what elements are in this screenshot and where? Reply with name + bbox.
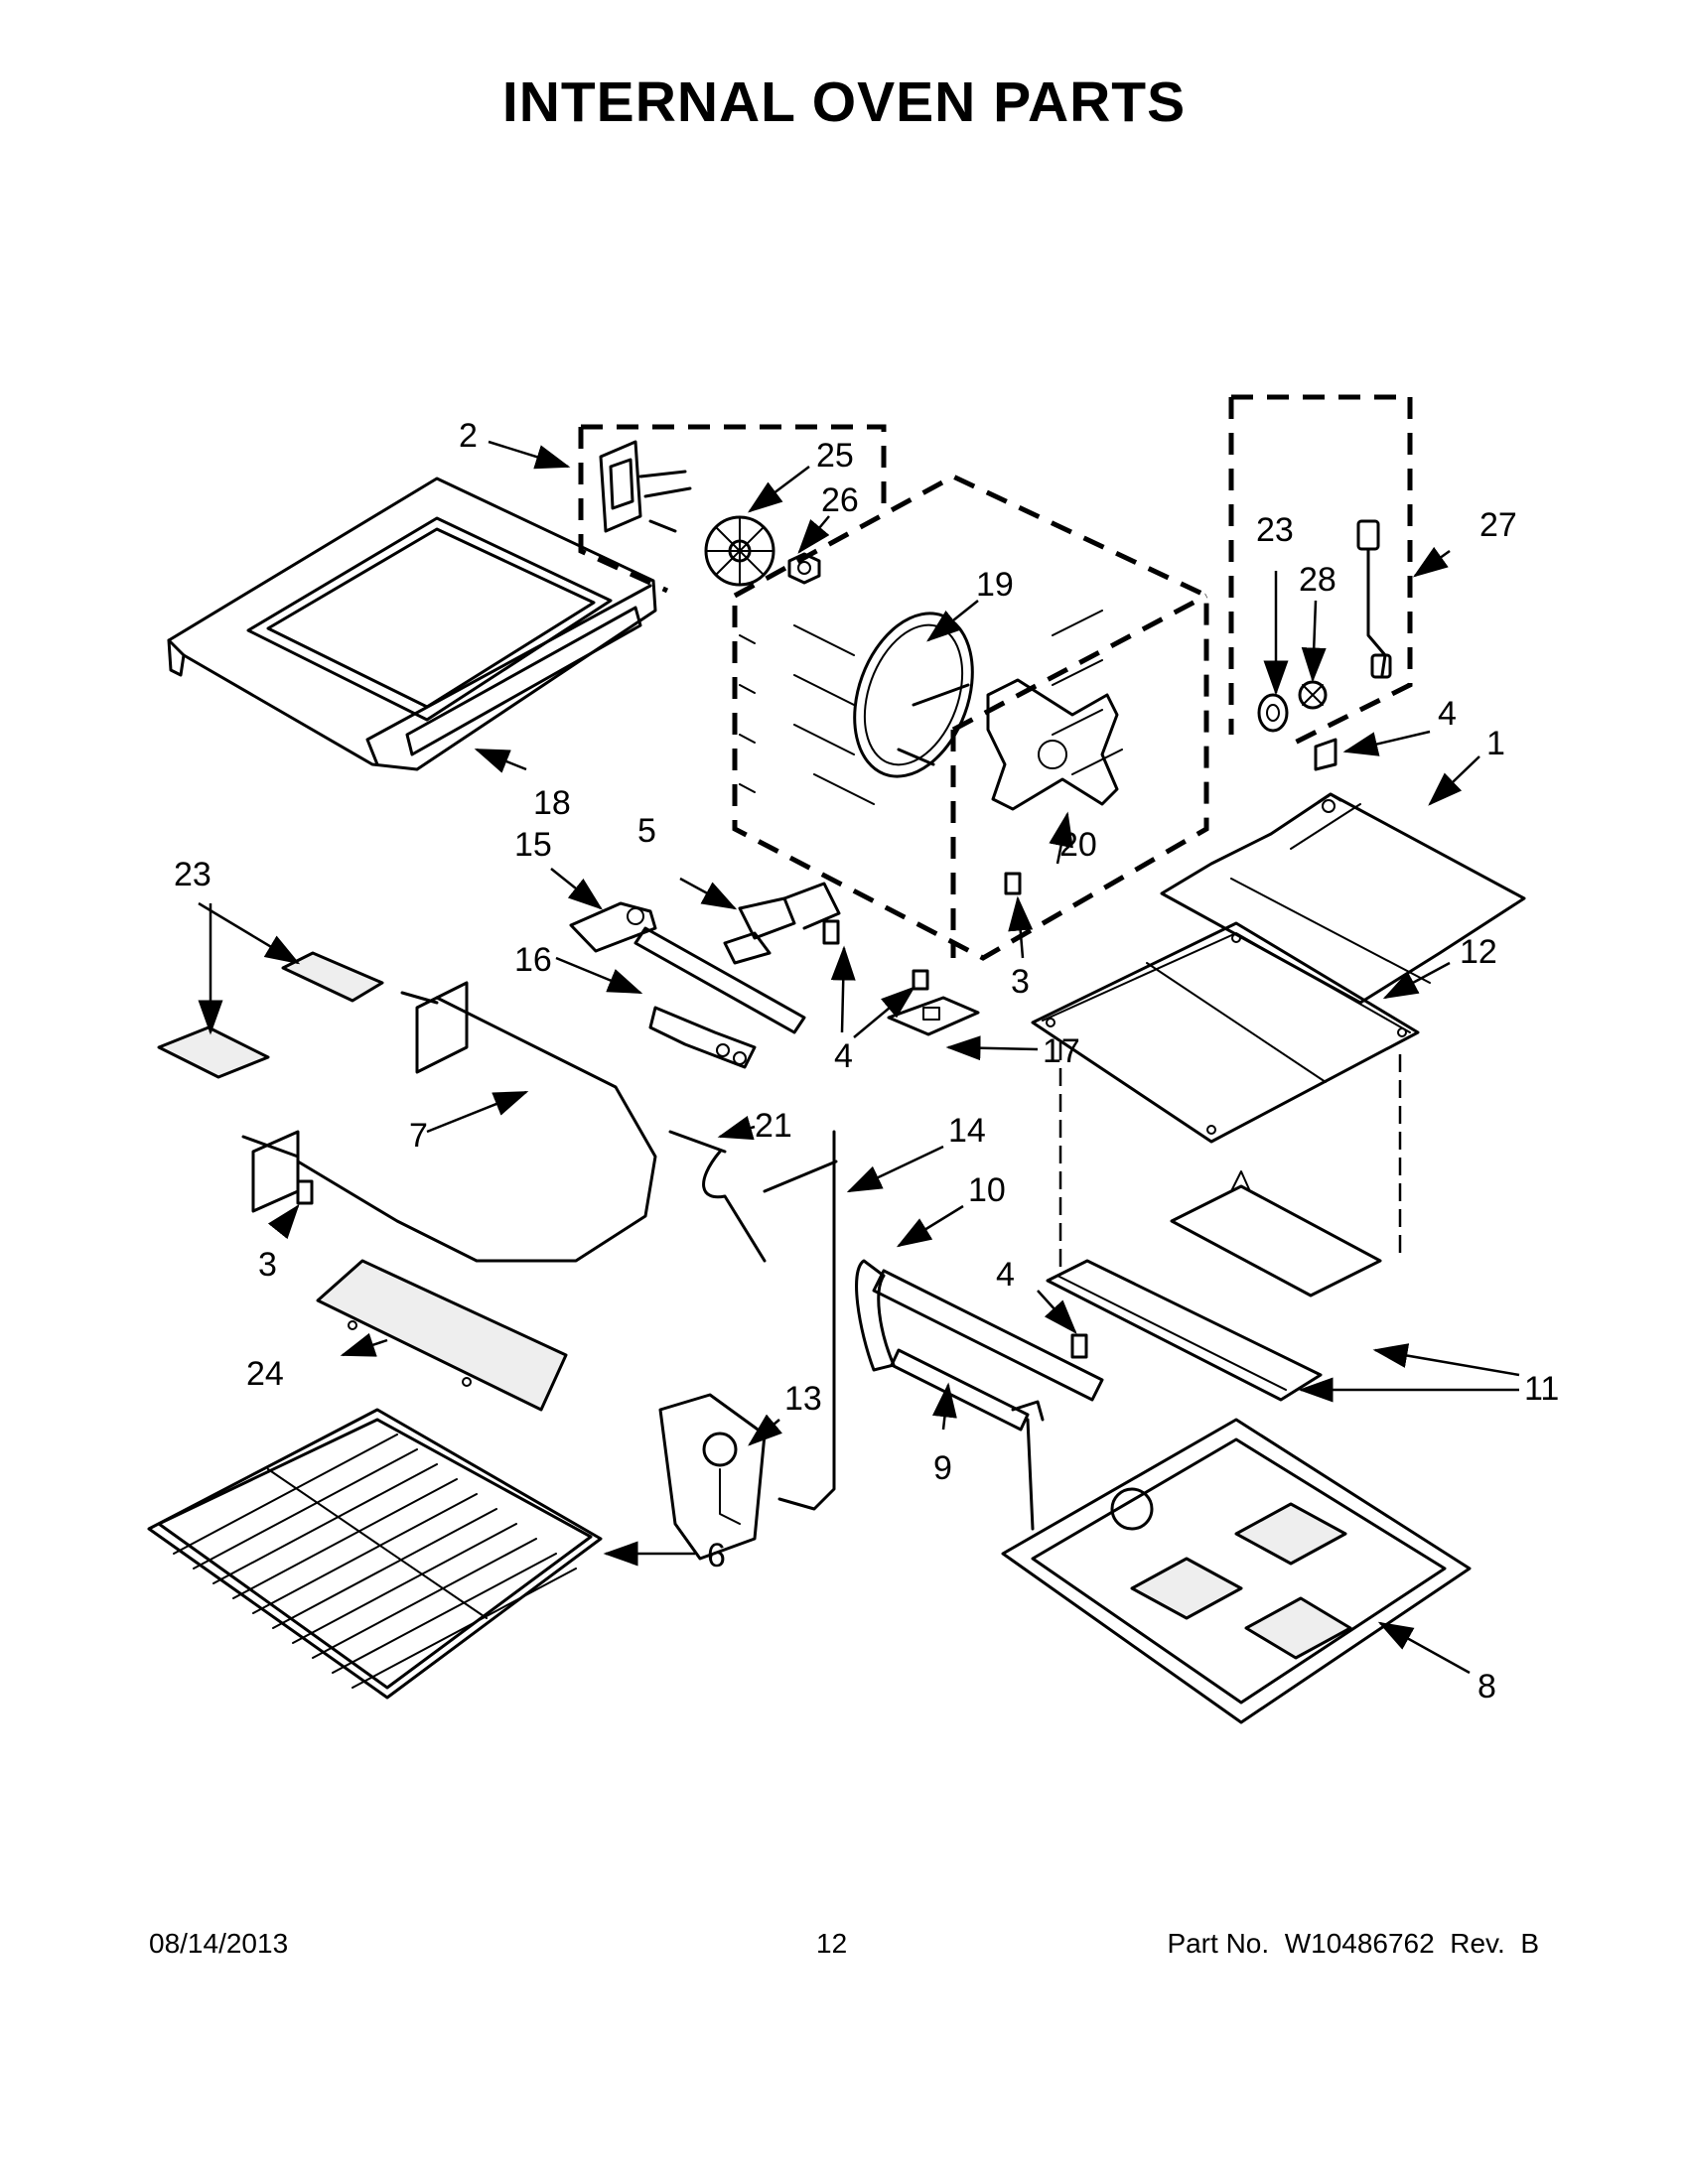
callout-2: 2 (459, 417, 478, 455)
callout-5: 5 (637, 812, 656, 850)
part-17-igniter-bracket (887, 996, 980, 1036)
callout-14: 14 (948, 1112, 986, 1150)
callout-8: 8 (1477, 1668, 1496, 1706)
part-25-fan-blade (704, 515, 775, 587)
callout-4-lower: 4 (996, 1256, 1015, 1294)
footer-part-number: Part No. W10486762 Rev. B (1167, 1928, 1539, 1959)
part-8-oven-bottom (1001, 1418, 1472, 1724)
callout-25: 25 (816, 437, 854, 475)
footer-page-number: 12 (816, 1928, 848, 1959)
oven-cavity-outline (732, 474, 1209, 961)
subassembly-boundary-2-25-26 (578, 424, 887, 594)
part-13-gas-valve (658, 1393, 767, 1561)
callout-4-right: 4 (1438, 695, 1457, 733)
callout-16: 16 (514, 941, 552, 979)
callout-23-left: 23 (174, 856, 211, 893)
callout-19: 19 (976, 566, 1014, 604)
callout-10: 10 (968, 1171, 1006, 1209)
part-12-oven-bottom-panel (1031, 921, 1420, 1144)
part-5-gas-fitting (723, 882, 841, 965)
callout-4-cavity: 4 (834, 1037, 853, 1075)
callout-18: 18 (533, 784, 571, 822)
part-19-convection-element (853, 612, 974, 778)
part-1-bottom-panel (1160, 792, 1526, 1005)
part-4-screw-cavity (822, 919, 929, 991)
part-14-gas-tube (763, 1130, 838, 1511)
part-23-light-shield-left (157, 951, 384, 1079)
part-11-panel-support-brackets (1046, 1170, 1382, 1402)
footer-date: 08/14/2013 (149, 1928, 289, 1959)
callout-15: 15 (514, 826, 552, 864)
callout-3-cavity: 3 (1011, 963, 1030, 1001)
part-3-screw-cavity (1004, 872, 1022, 895)
part-24-heat-shield (316, 1259, 568, 1412)
callout-17: 17 (1043, 1032, 1080, 1070)
callout-24: 24 (246, 1355, 284, 1393)
part-23-light-socket-right (1257, 693, 1289, 733)
part-15-bake-igniter (569, 901, 657, 953)
callout-23-right: 23 (1256, 511, 1294, 549)
callout-20: 20 (1059, 826, 1097, 864)
part-20-fan-baffle (986, 678, 1119, 811)
part-4-screw-right (1314, 738, 1337, 813)
callout-3-left: 3 (258, 1246, 277, 1284)
callout-labels: 2 25 26 19 23 28 27 4 1 18 15 5 23 20 16… (174, 417, 1559, 1706)
part-4-screw-lower (1070, 1333, 1088, 1359)
part-2-fan-motor-bracket (599, 440, 692, 533)
part-3-screw-left (296, 1179, 314, 1205)
part-18-oven-top-cover (167, 477, 657, 771)
callout-6: 6 (707, 1537, 726, 1574)
callout-1: 1 (1486, 725, 1505, 762)
part-10-bake-burner (855, 1259, 1104, 1402)
part-21-temperature-sensor (668, 1130, 767, 1263)
part-6-oven-rack (147, 1408, 603, 1700)
part-16-broil-igniter (633, 926, 806, 1069)
callout-21: 21 (755, 1107, 792, 1145)
callout-leaders (198, 440, 1520, 1675)
callout-26: 26 (821, 481, 859, 519)
page-title: INTERNAL OVEN PARTS (501, 70, 1187, 134)
callout-9: 9 (933, 1449, 952, 1487)
part-27-wire-harness (1356, 519, 1392, 679)
part-26-fan-nut (787, 552, 821, 585)
part-9-burner-tube (890, 1348, 1045, 1531)
callout-7: 7 (409, 1117, 428, 1155)
callout-12: 12 (1460, 933, 1497, 971)
subassembly-boundary-23-27-28 (1228, 394, 1413, 748)
part-28-light-lens (1298, 680, 1328, 710)
callout-27: 27 (1479, 506, 1517, 544)
callout-13: 13 (784, 1380, 822, 1418)
callout-11: 11 (1524, 1370, 1559, 1408)
callout-28: 28 (1299, 561, 1336, 599)
